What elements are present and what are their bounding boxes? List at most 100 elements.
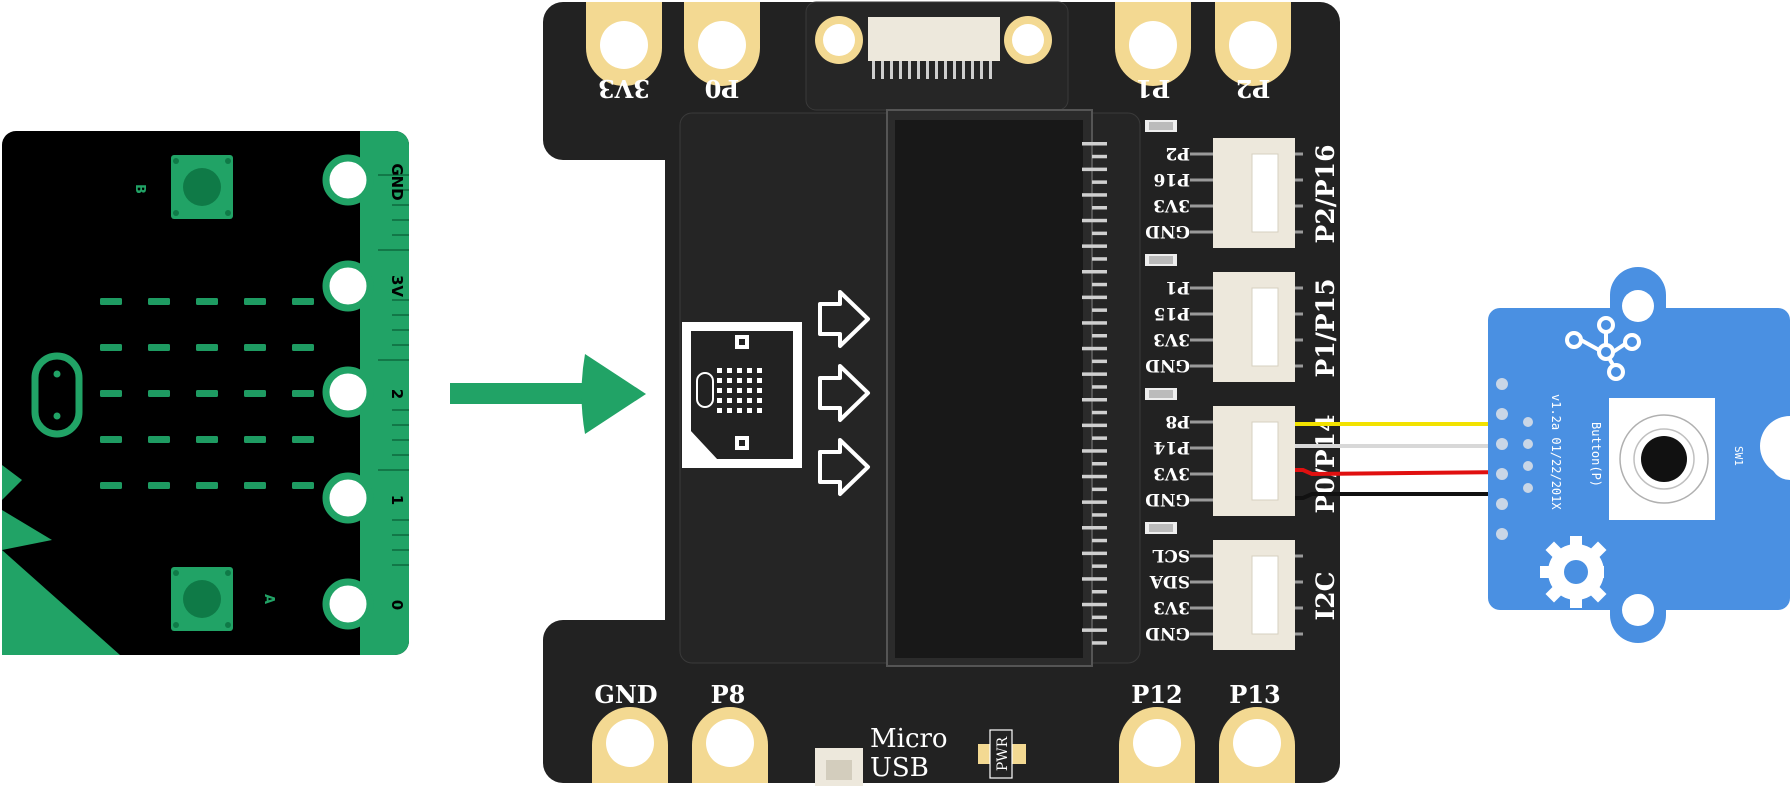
icon-led bbox=[717, 368, 722, 373]
button-module: v1.2a 01/22/201X Button(P) SW1 bbox=[1488, 267, 1790, 643]
port-p0-p14 bbox=[1190, 406, 1295, 516]
edge-connector-pins bbox=[1082, 142, 1107, 645]
fpc-pin bbox=[926, 61, 929, 79]
fpc-connector bbox=[815, 16, 1052, 79]
arrow-outline-icon bbox=[818, 290, 870, 348]
network-logo-icon bbox=[1565, 316, 1641, 381]
connector-pin bbox=[1082, 372, 1107, 376]
led bbox=[196, 436, 218, 443]
fpc-pin bbox=[872, 61, 875, 79]
expansion-board: 3V3 P0 P1 P2 GND P8 P12 P13 Micro USB bbox=[543, 1, 1340, 786]
connector-pin bbox=[1082, 244, 1107, 248]
port-name-label: I2C bbox=[1311, 572, 1340, 621]
connector-pin bbox=[1092, 334, 1107, 338]
port-pin-label: SDA bbox=[1149, 571, 1190, 591]
connector-pin bbox=[1092, 308, 1107, 312]
module-version-label: v1.2a 01/22/201X bbox=[1549, 394, 1563, 510]
led bbox=[196, 344, 218, 351]
pad-label-p0: P0 bbox=[705, 74, 740, 103]
icon-led bbox=[747, 398, 752, 403]
led bbox=[196, 298, 218, 305]
icon-led bbox=[747, 408, 752, 413]
icon-led bbox=[747, 368, 752, 373]
connector-pin bbox=[1082, 142, 1107, 146]
led bbox=[148, 436, 170, 443]
pad-label-3v3: 3V3 bbox=[598, 74, 650, 103]
grove-ports bbox=[1190, 138, 1303, 650]
icon-led bbox=[727, 368, 732, 373]
pad-label-p8: P8 bbox=[711, 680, 746, 709]
connector-pin bbox=[1092, 641, 1107, 645]
fpc-pin bbox=[989, 61, 992, 79]
microbit-board: GND 3V 2 1 0 B A bbox=[2, 131, 409, 655]
pad-label-p1: P1 bbox=[1136, 74, 1171, 103]
connector-pin bbox=[1092, 538, 1107, 543]
port-name-label: P0/P14 bbox=[1311, 415, 1340, 514]
led bbox=[100, 298, 122, 305]
icon-led bbox=[727, 408, 732, 413]
connector-pin bbox=[1082, 218, 1107, 223]
top-right-pads bbox=[1115, 2, 1291, 86]
micro-usb-port bbox=[815, 748, 863, 786]
port-pin-label: 3V3 bbox=[1153, 195, 1190, 215]
connector-pin bbox=[1092, 154, 1107, 159]
icon-led bbox=[737, 408, 742, 413]
corner-mark-2 bbox=[2, 510, 52, 550]
led bbox=[244, 390, 266, 397]
connector-pin bbox=[1092, 590, 1107, 594]
usb-label-line2: USB bbox=[870, 753, 929, 783]
connector-pin bbox=[1082, 577, 1107, 581]
port-i2c bbox=[1190, 540, 1303, 650]
icon-led bbox=[727, 378, 732, 383]
push-switch bbox=[1609, 398, 1715, 520]
button-b-label: B bbox=[132, 184, 147, 194]
led bbox=[244, 482, 266, 489]
icon-led bbox=[757, 398, 762, 403]
fpc-pin bbox=[917, 61, 920, 79]
icon-led bbox=[747, 388, 752, 393]
led bbox=[148, 390, 170, 397]
button-a bbox=[171, 567, 233, 631]
port-pin-label: SCL bbox=[1152, 545, 1190, 565]
connector-pin bbox=[1082, 193, 1107, 197]
switch-label: SW1 bbox=[1732, 446, 1745, 466]
connector-pin bbox=[1092, 410, 1107, 415]
edge-pin-label: 1 bbox=[388, 495, 406, 505]
icon-led bbox=[737, 378, 742, 383]
port-pin-label: P1 bbox=[1165, 277, 1190, 297]
fpc-pin bbox=[881, 61, 884, 79]
port-name-label: P2/P16 bbox=[1311, 145, 1340, 244]
button-b bbox=[171, 155, 233, 219]
connector-pin bbox=[1082, 167, 1107, 172]
connector-pin bbox=[1082, 602, 1107, 607]
connector-pin bbox=[1082, 321, 1107, 325]
fpc-pin bbox=[935, 61, 938, 79]
port-pin-label: GND bbox=[1145, 355, 1190, 375]
port-pin-label: P2 bbox=[1165, 143, 1190, 163]
connector-pin bbox=[1082, 423, 1107, 428]
icon-led bbox=[757, 388, 762, 393]
led bbox=[292, 344, 314, 351]
port-pin-label: P8 bbox=[1165, 411, 1190, 431]
icon-led bbox=[737, 388, 742, 393]
fpc-pin bbox=[899, 61, 902, 79]
port-name-label: P1/P15 bbox=[1311, 279, 1340, 378]
insert-direction-arrows bbox=[818, 290, 870, 496]
pad-label-p2: P2 bbox=[1236, 74, 1271, 103]
led bbox=[148, 482, 170, 489]
fpc-pin bbox=[971, 61, 974, 79]
icon-led bbox=[717, 388, 722, 393]
led bbox=[100, 390, 122, 397]
edge-pin-label: 3V bbox=[388, 275, 406, 297]
arrow-outline-icon bbox=[818, 438, 870, 496]
led bbox=[244, 298, 266, 305]
icon-led bbox=[727, 398, 732, 403]
port-pin-label: 3V3 bbox=[1153, 597, 1190, 617]
pad-label-p13: P13 bbox=[1229, 680, 1280, 709]
button-a-label: A bbox=[261, 594, 276, 604]
power-led-label: PWR bbox=[995, 736, 1011, 771]
fpc-pin bbox=[953, 61, 956, 79]
fpc-pin bbox=[890, 61, 893, 79]
port-pin-label: 3V3 bbox=[1153, 463, 1190, 483]
